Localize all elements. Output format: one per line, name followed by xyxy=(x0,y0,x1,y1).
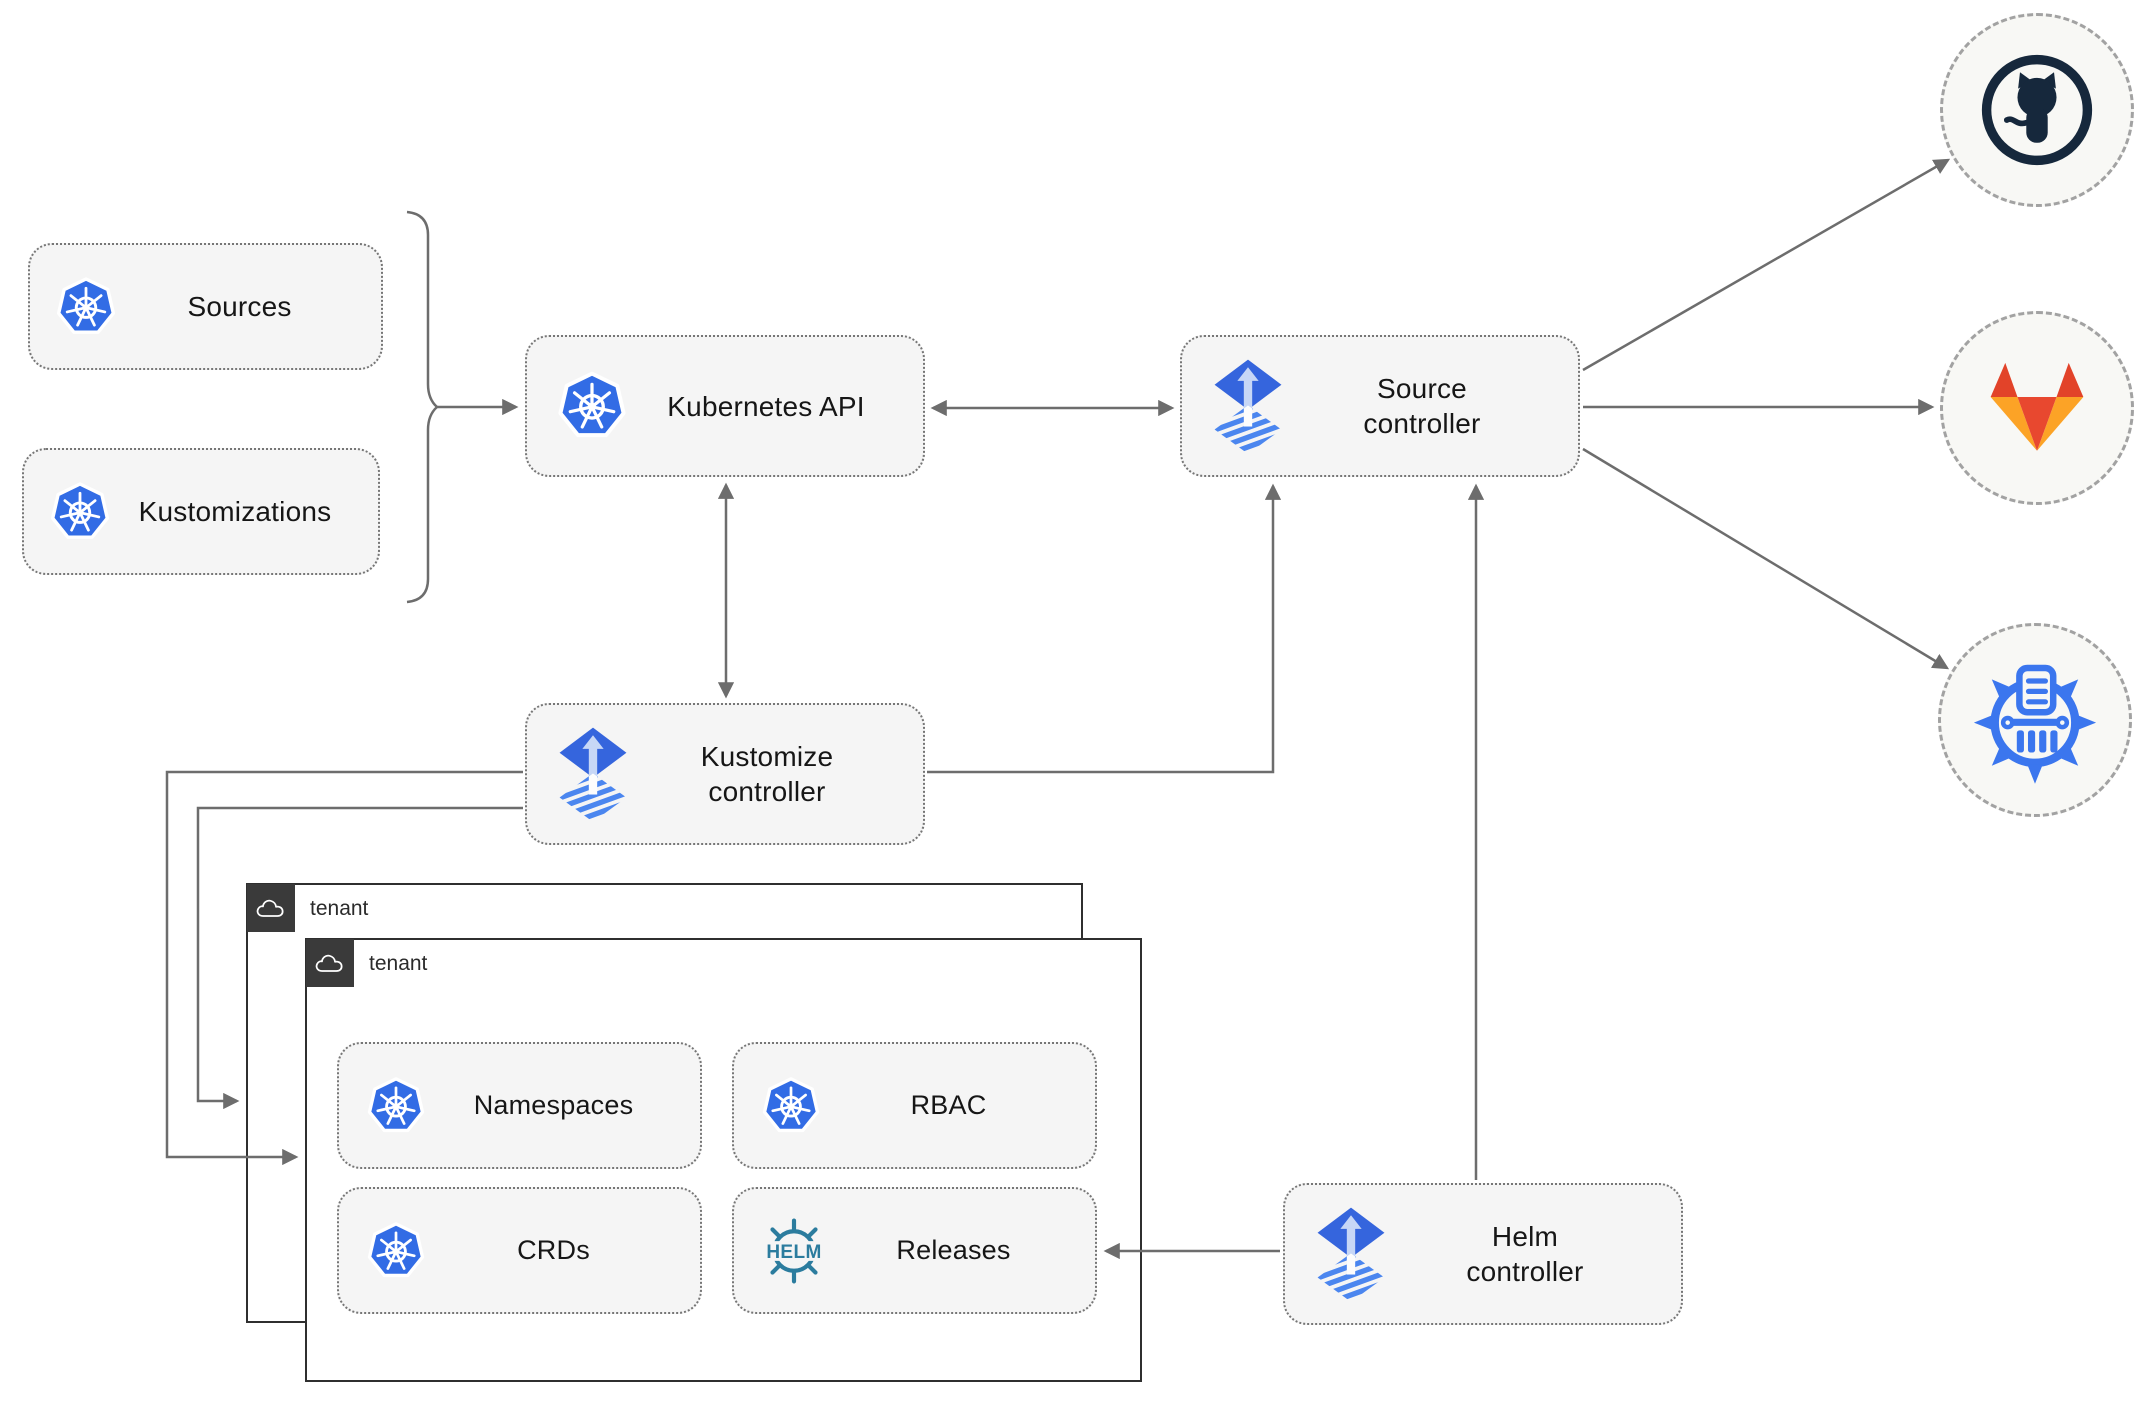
namespaces-box: Namespaces xyxy=(337,1042,702,1169)
bucket-endpoint xyxy=(1938,623,2132,817)
github-octocat-icon xyxy=(1981,54,2093,166)
releases-label: Releases xyxy=(896,1234,1011,1265)
connector-source-to-github xyxy=(1582,158,1951,372)
flux-icon xyxy=(1210,358,1286,454)
sources-box: Sources xyxy=(28,243,383,370)
kubernetes-icon xyxy=(365,1220,427,1282)
crds-label: CRDs xyxy=(517,1234,590,1265)
kubernetes-api-label: Kubernetes API xyxy=(667,390,865,422)
tenant-header xyxy=(306,939,354,987)
gitlab-endpoint xyxy=(1940,311,2134,505)
flux-icon xyxy=(555,726,631,822)
releases-box: HELM Releases xyxy=(732,1187,1097,1314)
tenant-label: tenant xyxy=(369,952,428,975)
connector-kustomize-to-source-controller xyxy=(927,483,1282,774)
tenant-header xyxy=(247,884,295,932)
kubernetes-icon xyxy=(760,1075,822,1137)
helm-icon: HELM xyxy=(756,1213,832,1289)
kustomize-controller-label: Kustomize controller xyxy=(700,741,834,807)
flux-icon xyxy=(1313,1206,1389,1302)
source-controller-box: Source controller xyxy=(1180,335,1580,477)
cloud-icon xyxy=(314,950,346,976)
rbac-label: RBAC xyxy=(910,1089,987,1120)
storage-bucket-icon xyxy=(1973,664,2097,784)
helm-logo-text: HELM xyxy=(766,1241,821,1262)
gitlab-tanuki-icon xyxy=(1990,362,2084,451)
group-bracket xyxy=(406,210,439,604)
github-endpoint xyxy=(1940,13,2134,207)
kubernetes-icon xyxy=(365,1075,427,1137)
kustomize-controller-box: Kustomize controller xyxy=(525,703,925,845)
kubernetes-icon xyxy=(54,275,118,339)
helm-controller-label: Helm controller xyxy=(1466,1221,1584,1287)
cloud-icon xyxy=(255,895,287,921)
tenant-label: tenant xyxy=(310,897,369,920)
crds-box: CRDs xyxy=(337,1187,702,1314)
sources-label: Sources xyxy=(187,291,292,322)
kubernetes-api-box: Kubernetes API xyxy=(525,335,925,477)
kubernetes-icon xyxy=(555,369,629,443)
connector-source-to-bucket xyxy=(1582,447,1950,670)
tenant-box-front: tenant Namespaces RBAC CRDs xyxy=(305,938,1142,1382)
source-controller-label: Source controller xyxy=(1363,373,1481,439)
helm-controller-box: Helm controller xyxy=(1283,1183,1683,1325)
kustomizations-box: Kustomizations xyxy=(22,448,380,575)
rbac-box: RBAC xyxy=(732,1042,1097,1169)
kustomizations-label: Kustomizations xyxy=(138,496,332,527)
namespaces-label: Namespaces xyxy=(473,1089,634,1120)
kubernetes-icon xyxy=(48,480,112,544)
